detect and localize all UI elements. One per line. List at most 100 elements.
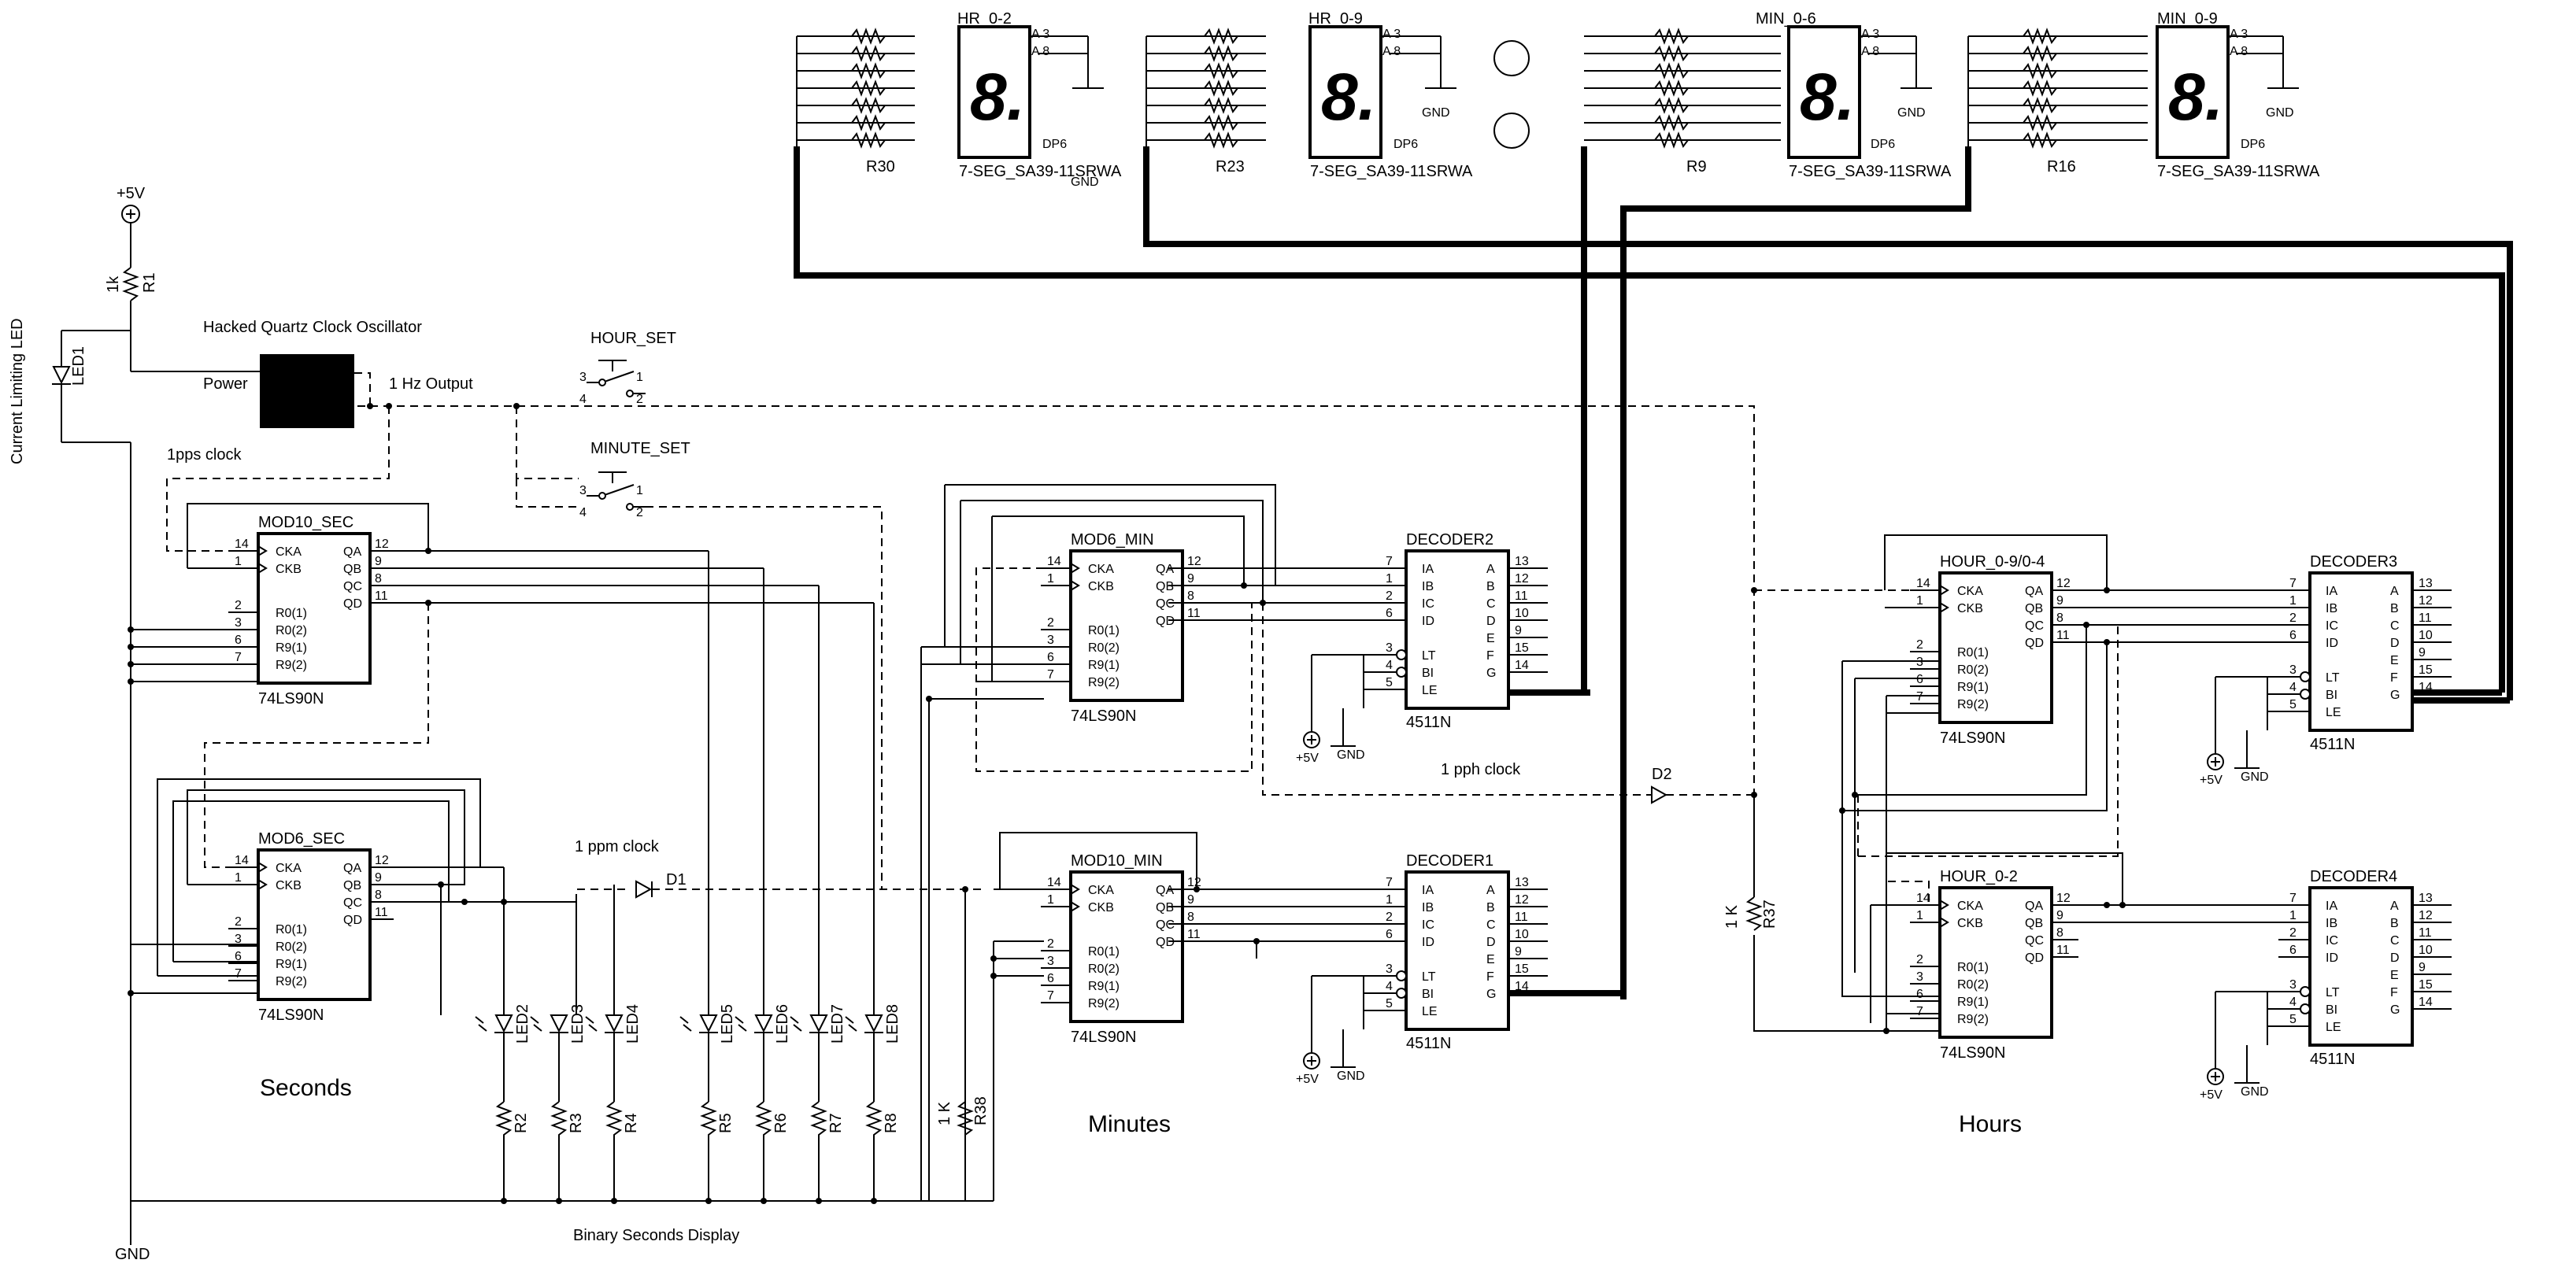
pin-label: D: [1486, 936, 1496, 949]
gnd-label: GND: [1337, 1070, 1365, 1083]
display-part: 7-SEG_SA39-11SRWA: [2157, 163, 2320, 180]
chip-decoder4: DECODER44511NIA7IB1IC2ID6LT3BI4LE5A13B12…: [2200, 868, 2452, 1102]
seconds-label: Seconds: [260, 1075, 352, 1101]
display-part: 7-SEG_SA39-11SRWA: [1789, 163, 1952, 180]
pin-number: 5: [1386, 997, 1393, 1010]
pin-label: R0(1): [1088, 945, 1120, 959]
resistor-label: R2: [513, 1113, 530, 1133]
oscillator-title: Hacked Quartz Clock Oscillator: [203, 319, 422, 336]
pin-number: 14: [1916, 577, 1930, 590]
pin-number: 14: [1515, 980, 1529, 993]
minute-set-label: MINUTE_SET: [590, 440, 690, 457]
pin-number: 14: [235, 538, 249, 551]
pin-number: 4: [2289, 681, 2297, 694]
pin-label: LT: [1422, 649, 1436, 663]
pin-label: B: [2390, 602, 2399, 615]
pin-label: IC: [2326, 934, 2338, 948]
oscillator-power: Power: [203, 375, 248, 393]
chip-part: 4511N: [1406, 1035, 1451, 1052]
pin-label: CKB: [1957, 917, 1983, 930]
pin-number: 12: [375, 538, 389, 551]
plus5v-label: +5V: [2200, 774, 2223, 787]
pin-label: QD: [2025, 637, 2044, 650]
pin-label: B: [2390, 917, 2399, 930]
pin-label: B: [1486, 901, 1495, 914]
led-label: LED2: [514, 1004, 531, 1044]
display-title: MIN_0-6: [1756, 10, 1816, 28]
pin-number: 9: [375, 871, 382, 885]
pin-number: 1: [235, 871, 242, 885]
pin-label: BI: [2326, 689, 2337, 702]
pin-a3: A 3: [2230, 28, 2248, 41]
pin-number: 9: [1187, 572, 1194, 586]
pin-label: QD: [1156, 936, 1175, 949]
pin-number: 13: [1515, 876, 1529, 889]
pin-number: 7: [2289, 892, 2297, 905]
pin-a3: A 3: [1031, 28, 1049, 41]
pin-label: CKA: [276, 545, 302, 559]
chip-hour-09: HOUR_0-9/0-474LS90NCKA14CKB1R0(1)2R0(2)3…: [1910, 553, 2075, 747]
pin-number: 11: [1515, 589, 1528, 603]
plus5v-label: +5V: [117, 185, 146, 202]
chip-title: DECODER4: [2310, 868, 2397, 885]
pin-label: D: [2390, 637, 2400, 650]
plus5v-label: +5V: [2200, 1088, 2223, 1102]
pin-label: CKA: [1957, 900, 1983, 913]
chip-title: HOUR_0-9/0-4: [1940, 553, 2045, 571]
pin-number: 7: [1916, 690, 1923, 704]
pin-number: 3: [1916, 970, 1923, 984]
pin-number: 4: [2289, 996, 2297, 1009]
pin-label: R0(1): [1957, 646, 1989, 659]
pin-label: C: [1486, 597, 1496, 611]
pin-label: QA: [343, 545, 361, 559]
pin-number: 1: [1047, 572, 1054, 586]
pin-label: R0(1): [276, 607, 307, 620]
gnd-label: GND: [1071, 175, 1099, 189]
pin-label: IC: [2326, 619, 2338, 633]
pin-label: D: [2390, 951, 2400, 965]
pin-number: 8: [375, 889, 382, 902]
pin-number: 12: [1187, 876, 1201, 889]
resistor-label: R7: [827, 1113, 845, 1133]
chip-title: MOD6_SEC: [258, 830, 345, 848]
pin-dp: DP6: [1871, 138, 1895, 151]
pin-number: 12: [2056, 892, 2071, 905]
pin-number: 2: [1047, 616, 1054, 630]
pin-number: 3: [1386, 962, 1393, 976]
binary-seconds-display: Binary Seconds Display: [573, 1227, 739, 1244]
d2-label: D2: [1652, 766, 1672, 783]
pin-number: 1: [1386, 572, 1393, 586]
pin-number: 7: [235, 651, 242, 664]
pin-number: 3: [1916, 656, 1923, 669]
pin-label: C: [1486, 918, 1496, 932]
chip-part: 74LS90N: [1940, 1044, 2005, 1062]
pin-label: E: [2390, 969, 2399, 982]
pin-number: 7: [1047, 989, 1054, 1003]
oscillator-output: 1 Hz Output: [389, 375, 473, 393]
pin-number: 12: [1187, 555, 1201, 568]
pin-number: 11: [375, 589, 388, 603]
pin-label: CKB: [1088, 901, 1114, 914]
display-hr09: 8. HR_0-9 7-SEG_SA39-11SRWA R23 GND A 3 …: [1146, 10, 1473, 180]
pin-label: CKB: [276, 879, 302, 892]
chip-decoder1: DECODER14511NIA7IB1IC2ID6LT3BI4LE5A13B12…: [1296, 852, 1548, 1086]
pin-label: QB: [2025, 917, 2043, 930]
led-label: LED6: [774, 1004, 791, 1044]
pin-number: 3: [235, 616, 242, 630]
pin-number: 10: [2419, 944, 2433, 957]
pin-number: 4: [1386, 980, 1393, 993]
minute-set-switch[interactable]: MINUTE_SET 3 4 1 2: [516, 440, 883, 889]
pin-label: G: [2390, 1003, 2400, 1017]
seg-glyph: 8.: [1800, 60, 1855, 134]
pin-4: 4: [579, 506, 587, 519]
chip-part: 4511N: [2310, 1051, 2355, 1068]
pin-number: 6: [235, 950, 242, 963]
gnd-label: GND: [115, 1246, 150, 1263]
pin-label: ID: [2326, 637, 2338, 650]
pin-label: QB: [343, 563, 361, 576]
pin-number: 10: [1515, 607, 1529, 620]
pin-number: 15: [2419, 663, 2433, 677]
pin-label: QA: [2025, 900, 2043, 913]
pin-1: 1: [636, 371, 643, 384]
pin-number: 3: [1047, 634, 1054, 647]
